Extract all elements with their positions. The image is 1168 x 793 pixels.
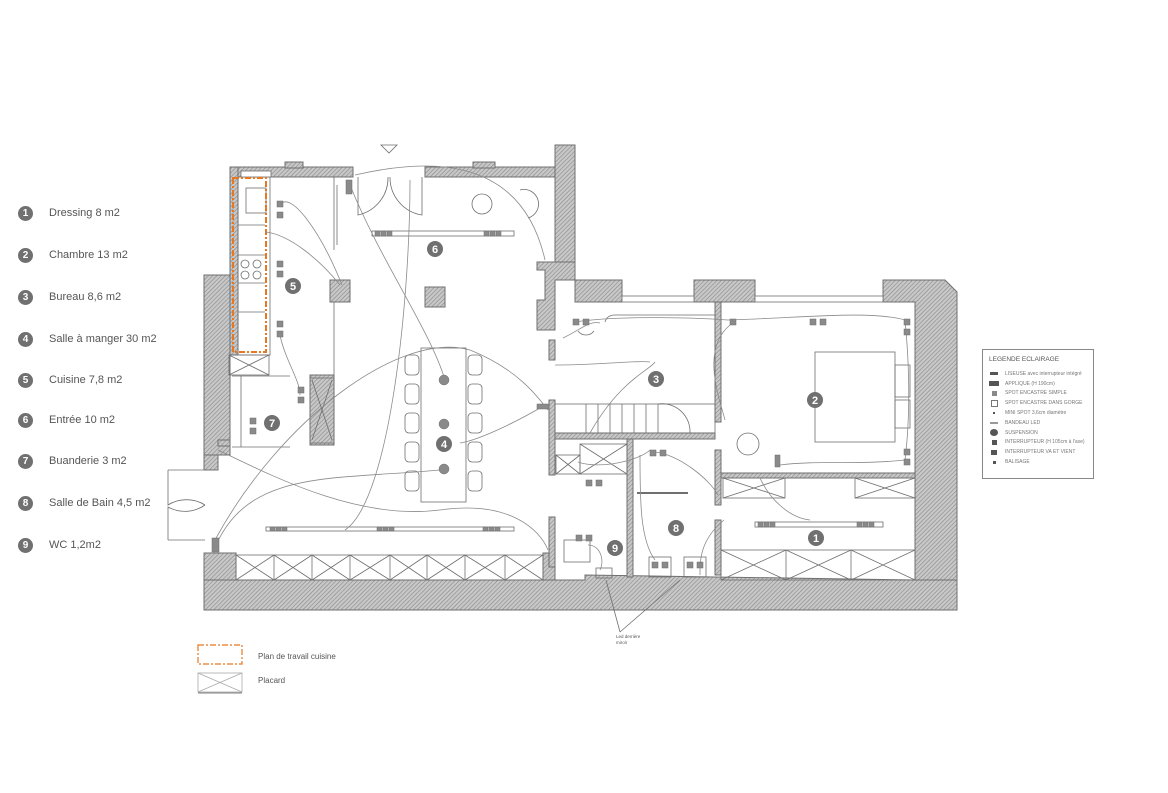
electrical-wiring [214, 165, 910, 576]
room-number-badge: 3 [18, 289, 33, 305]
room-number-badge: 4 [18, 331, 33, 347]
svg-text:8: 8 [673, 523, 679, 535]
annotation-line: Led derrière [616, 634, 641, 639]
legend-label: BANDEAU LED [1005, 419, 1041, 426]
kitchen-worktop-outline [232, 177, 267, 353]
worktop-legend-label: Plan de travail cuisine [258, 652, 336, 661]
room-number-badge: 6 [18, 412, 33, 428]
svg-text:5: 5 [290, 281, 296, 293]
spot-simple-icon [983, 390, 1005, 396]
light-fixtures [211, 179, 911, 569]
room-number-badge: 9 [18, 537, 33, 553]
room-list-item: 3 Bureau 8,6 m2 [18, 287, 121, 307]
annotation-line: miroir [616, 639, 628, 645]
room-name: Chambre 13 m2 [49, 249, 128, 261]
legend-label: INTERRUPTEUR VA ET VIENT [1005, 449, 1076, 456]
closet-legend-symbol [197, 672, 243, 694]
balisage-icon [983, 460, 1005, 464]
closet-legend-label: Placard [258, 676, 286, 685]
legend-label: BALISAGE [1005, 459, 1030, 466]
legend-row: INTERRUPTEUR VA ET VIENT [983, 447, 1093, 457]
svg-text:6: 6 [432, 244, 438, 256]
interrupteur-icon [983, 439, 1005, 445]
legend-label: INTERRUPTEUR (H 105cm à l'axe) [1005, 439, 1085, 446]
spot-gorge-icon [983, 399, 1005, 407]
suspension-icon [983, 429, 1005, 437]
interior-lines [167, 144, 916, 633]
room-name: Salle de Bain 4,5 m2 [49, 497, 151, 509]
room-list-item: 5 Cuisine 7,8 m2 [18, 370, 122, 390]
room-name: Cuisine 7,8 m2 [49, 374, 123, 386]
legend-row: INTERRUPTEUR (H 105cm à l'axe) [983, 438, 1093, 448]
room-number-badge: 5 [18, 372, 33, 388]
room-name: WC 1,2m2 [49, 539, 101, 551]
walls [203, 144, 958, 611]
room-marker-4: 4 [436, 436, 452, 452]
legend-row: SUSPENSION [983, 428, 1093, 438]
dining-chairs [404, 354, 483, 492]
legend-row: SPOT ENCASTRE DANS GORGE [983, 398, 1093, 408]
mini-spot-icon [983, 412, 1005, 415]
worktop-legend-symbol [197, 644, 243, 665]
room-list-item: 7 Buanderie 3 m2 [18, 451, 127, 471]
room-markers: 1 2 3 4 5 6 7 8 9 [264, 241, 824, 556]
legend-row: BALISAGE [983, 457, 1093, 467]
room-name: Buanderie 3 m2 [49, 455, 127, 467]
windows [240, 170, 884, 303]
svg-text:1: 1 [813, 533, 819, 545]
legend-label: SUSPENSION [1005, 429, 1038, 436]
liseuse-icon [983, 372, 1005, 376]
bandeau-led-icon [983, 421, 1005, 424]
svg-text:4: 4 [441, 439, 448, 451]
legend-title: LEGENDE ECLAIRAGE [989, 356, 1060, 363]
room-marker-9: 9 [607, 540, 623, 556]
legend-row: APPLIQUE (H 190cm) [983, 379, 1093, 389]
room-number-badge: 2 [18, 247, 33, 263]
room-list-item: 6 Entrée 10 m2 [18, 410, 115, 430]
room-number-badge: 7 [18, 453, 33, 469]
legend-label: SPOT ENCASTRE SIMPLE [1005, 390, 1067, 397]
room-list-item: 4 Salle à manger 30 m2 [18, 329, 157, 349]
room-marker-8: 8 [668, 520, 684, 536]
room-name: Salle à manger 30 m2 [49, 333, 157, 345]
room-list-item: 9 WC 1,2m2 [18, 535, 101, 555]
mirror-led-annotation: Led derrière miroir [616, 634, 640, 645]
legend-label: MINI SPOT 3,6cm diamètre [1005, 410, 1067, 417]
room-marker-1: 1 [808, 530, 824, 546]
svg-text:9: 9 [612, 543, 618, 555]
legend-label: APPLIQUE (H 190cm) [1005, 380, 1055, 387]
room-name: Dressing 8 m2 [49, 207, 120, 219]
room-number-badge: 1 [18, 205, 33, 221]
svg-text:3: 3 [653, 374, 659, 386]
room-name: Bureau 8,6 m2 [49, 291, 122, 303]
legend-row: SPOT ENCASTRE SIMPLE [983, 389, 1093, 399]
va-et-vient-icon [983, 449, 1005, 455]
svg-text:2: 2 [812, 395, 818, 407]
svg-text:7: 7 [269, 418, 275, 430]
room-list-item: 1 Dressing 8 m2 [18, 203, 120, 223]
room-list-item: 8 Salle de Bain 4,5 m2 [18, 493, 151, 513]
applique-icon [983, 381, 1005, 387]
room-number-badge: 8 [18, 495, 33, 511]
lighting-legend: LEGENDE ECLAIRAGE LISEUSE avec interrupt… [982, 349, 1094, 479]
room-marker-2: 2 [807, 392, 823, 408]
room-marker-6: 6 [427, 241, 443, 257]
legend-label: SPOT ENCASTRE DANS GORGE [1005, 400, 1083, 407]
room-name: Entrée 10 m2 [49, 414, 116, 426]
room-marker-7: 7 [264, 415, 280, 431]
legend-row: LISEUSE avec interrupteur intégré [983, 369, 1093, 379]
legend-label: LISEUSE avec interrupteur intégré [1005, 370, 1082, 377]
room-marker-3: 3 [648, 371, 664, 387]
legend-row: BANDEAU LED [983, 418, 1093, 428]
room-marker-5: 5 [285, 278, 301, 294]
room-list-item: 2 Chambre 13 m2 [18, 245, 128, 265]
legend-row: MINI SPOT 3,6cm diamètre [983, 408, 1093, 418]
